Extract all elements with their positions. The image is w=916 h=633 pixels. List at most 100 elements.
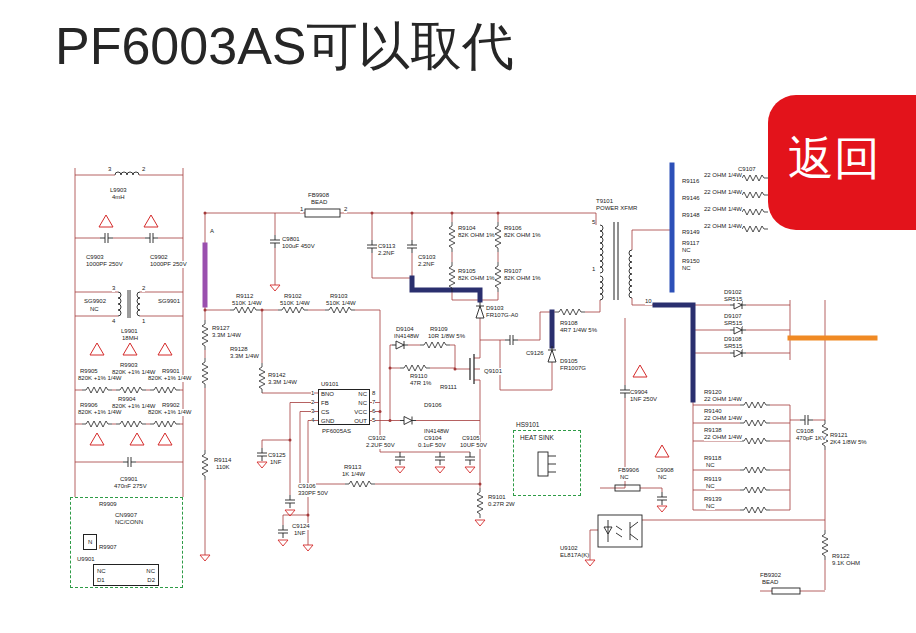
component-label: D9108 [724, 336, 742, 343]
component-symbol [740, 507, 770, 513]
component-symbol [150, 387, 180, 393]
component-label: C9113 [378, 243, 395, 250]
component-symbol [495, 262, 501, 292]
component-symbol [633, 365, 647, 377]
component-symbol [598, 515, 642, 547]
component-symbol [730, 326, 746, 334]
component-label: R9118 [704, 455, 721, 462]
component-label: 1 [311, 390, 314, 397]
component-label: 0.27R 2W [488, 501, 515, 508]
component-label: L9903 [110, 187, 127, 194]
highlight-trace [670, 165, 675, 290]
component-symbol [82, 387, 112, 393]
node-text: HS9101 [516, 421, 540, 428]
component-label: R9108 [560, 320, 578, 327]
component-label: 10R 1/8W 5% [428, 333, 465, 340]
component-label: 4 [311, 417, 314, 424]
component-symbol [150, 421, 180, 427]
component-label: NC [682, 265, 691, 272]
component-label: 22 OHM 1/4W [704, 189, 742, 196]
component-label: R9111 [440, 384, 457, 391]
component-symbol [395, 452, 405, 465]
component-label: 510K 1/4W [280, 300, 310, 307]
component-label: R9902 [162, 402, 180, 409]
component-label: 2.2NF [378, 250, 394, 257]
component-label: 1 [592, 266, 595, 273]
component-label: 10UF 50V [460, 442, 487, 449]
junction-dot [454, 368, 457, 371]
component-symbol [548, 346, 556, 362]
component-label: FR1007G [560, 365, 586, 372]
component-label: FB9302 [760, 572, 781, 579]
node-text: NC [97, 568, 106, 575]
component-symbol [772, 588, 800, 594]
component-label: C9904 [630, 389, 648, 396]
component-label: 22 OHM 1/4W [704, 206, 742, 213]
component-symbol [270, 235, 280, 248]
junction-dot [204, 212, 792, 517]
node-text: R9907 [99, 544, 117, 551]
node-text: NC [358, 391, 367, 398]
wire [474, 300, 600, 484]
component-symbol [367, 240, 377, 253]
node-text: HEAT SINK [520, 434, 554, 441]
component-label: 5 [372, 417, 375, 424]
node-text: OUT [354, 418, 367, 425]
junction-dot [289, 439, 292, 442]
component-symbol [538, 452, 548, 476]
component-label: R9904 [118, 396, 136, 403]
wire [590, 300, 825, 591]
component-symbol [257, 448, 267, 461]
component-symbol [407, 240, 417, 253]
component-label: 22 OHM 1/4W [704, 434, 742, 441]
component-label: C9105 [462, 435, 480, 442]
component-label: 820K +1% 1/4W [148, 409, 192, 416]
component-label: 22 OHM 1/4W [704, 172, 742, 179]
wire [75, 168, 825, 591]
component-label: T9101 [596, 198, 613, 205]
component-symbol [740, 487, 770, 493]
component-symbol [285, 510, 295, 516]
junction-dot [204, 212, 207, 215]
component-label: SR515 [724, 343, 742, 350]
component-label: 8 [372, 390, 375, 397]
connector-group: R9909CN9907NC/CONNR9907U9901NNCNCD1D2 [70, 497, 183, 588]
junction-dot [389, 367, 392, 370]
component-label: 1000PF 250V [150, 261, 187, 268]
component-symbol [145, 233, 158, 243]
component-label: SR515 [724, 320, 742, 327]
component-label: 4mH [112, 194, 125, 201]
component-label: 5 [592, 219, 595, 226]
component-label: SG9902 [84, 298, 106, 305]
component-label: R9127 [212, 325, 230, 332]
chip-package: NCNCD1D2 [93, 564, 159, 586]
component-label: 2 [311, 399, 314, 406]
component-symbol [123, 457, 136, 467]
component-symbol [548, 456, 556, 472]
component-label: 1NF 250V [630, 396, 657, 403]
component-label: 22 OHM 1/4W [704, 223, 742, 230]
component-label: 18MH [122, 335, 138, 342]
highlight-trace [790, 336, 875, 341]
component-symbol [116, 421, 146, 427]
component-label: C9124 [292, 523, 310, 530]
node-text: NC [358, 400, 367, 407]
component-symbol [305, 209, 340, 217]
component-label: 3 [108, 166, 111, 173]
component-symbol [740, 402, 770, 408]
component-label: R9903 [120, 362, 138, 369]
component-symbol [115, 172, 139, 175]
node-text: GND [321, 418, 334, 425]
component-symbol [128, 290, 130, 318]
component-symbol [604, 520, 638, 542]
component-symbol [555, 309, 585, 315]
component-symbol [449, 222, 455, 252]
component-label: 82K OHM 1% [458, 232, 495, 239]
node-text: R9909 [99, 501, 117, 508]
component-label: 820K +1% 1/4W [78, 375, 122, 382]
component-symbol [325, 307, 355, 313]
component-symbol [202, 358, 208, 388]
component-symbol [90, 433, 104, 445]
